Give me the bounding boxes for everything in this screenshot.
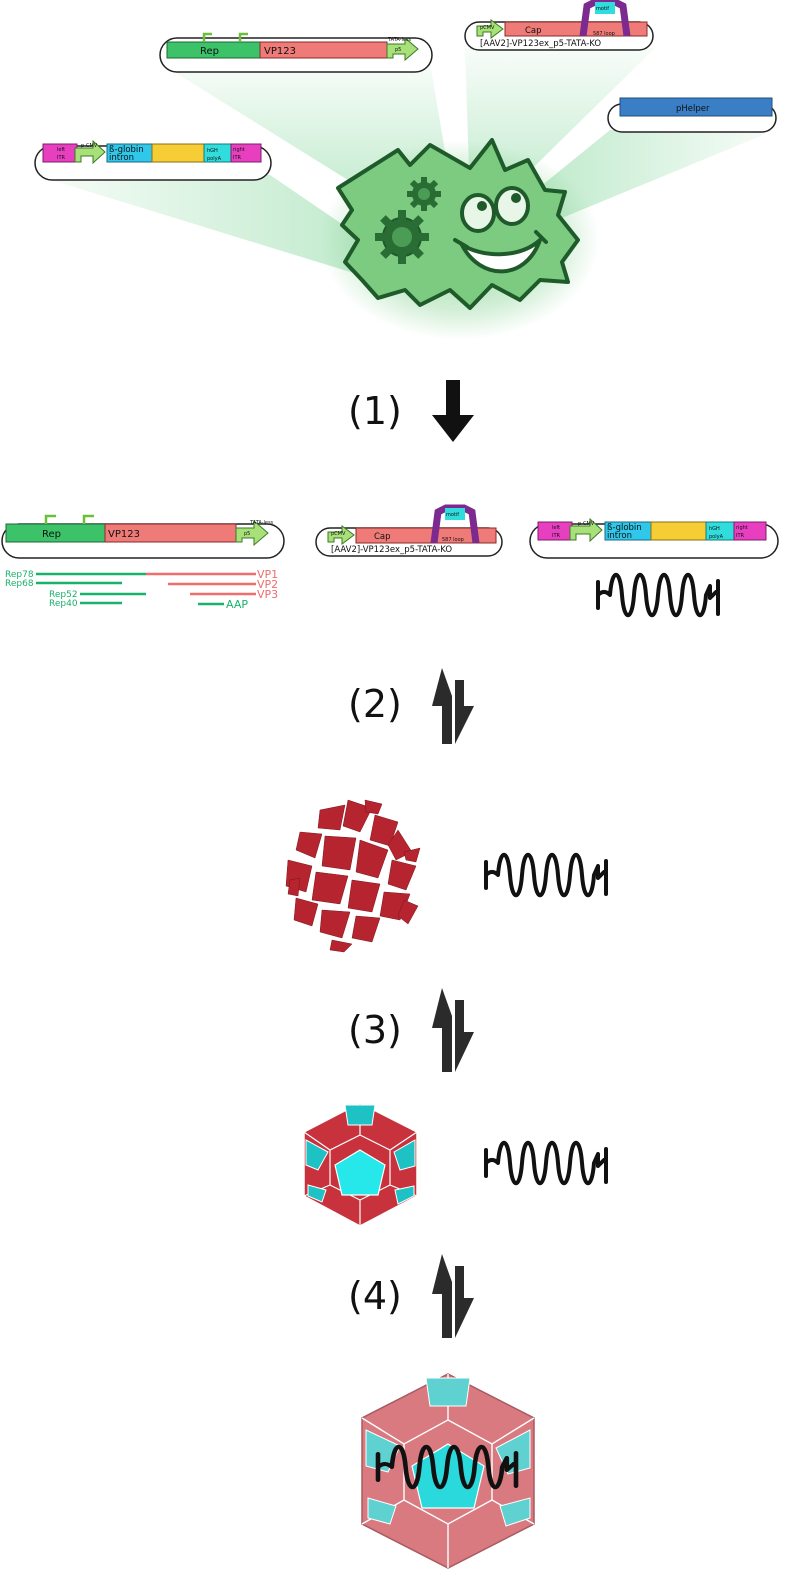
p5-promoter-arrow-icon <box>386 36 419 62</box>
pcmv-label: pCMV <box>331 531 346 537</box>
vp3-label: VP3 <box>257 588 278 601</box>
tata-less-label: TATA-less <box>387 37 412 43</box>
vp-label: VP123 <box>108 529 140 540</box>
transgene-segment <box>650 521 707 541</box>
helper-segment <box>619 97 773 117</box>
ssdna-genome <box>484 1140 608 1186</box>
empty-capsid <box>303 1102 418 1227</box>
cap-construct-name: [AAV2]-VP123ex_p5-TATA-KO <box>331 545 452 555</box>
equilibrium-arrow-icon <box>432 988 474 1072</box>
rep52-label: Rep52 <box>49 590 78 600</box>
loop-label: 587 loop <box>593 31 615 37</box>
pcmv-label: pCMV <box>480 25 495 31</box>
equilibrium-arrow-icon <box>432 668 474 744</box>
promoter-arrow-icon <box>202 32 212 42</box>
cap-label: Cap <box>525 26 542 36</box>
ssdna-genome <box>596 572 720 618</box>
cell-face <box>453 186 548 274</box>
rep-label: Rep <box>200 46 219 57</box>
intron-label: ß-globin <box>607 523 642 533</box>
cap-segment <box>355 527 497 544</box>
motif-label: motif <box>596 6 609 12</box>
vp-label: VP123 <box>264 46 296 57</box>
transcript-map: Rep78 Rep68 Rep52 Rep40 VP1 VP2 VP3 AAP <box>5 568 278 611</box>
left-itr-label-2: ITR <box>57 155 66 161</box>
plasmid-cap-construct-top: pCMV Cap motif 587 loop [AAV2]-VP123ex_p… <box>464 0 654 51</box>
plasmid-cap-construct-bottom: pCMV Cap motif 587 loop [AAV2]-VP123ex_p… <box>315 504 503 557</box>
aap-label: AAP <box>226 598 248 611</box>
cap-construct-name: [AAV2]-VP123ex_p5-TATA-KO <box>480 39 601 49</box>
pcmv-transfer-label: p-CMV <box>81 143 98 149</box>
plasmid-transfer-top: left ITR p-CMV ß-globin intron hGH polyA… <box>34 139 272 181</box>
polya-label: polyA <box>709 534 724 540</box>
right-itr-label-2: ITR <box>736 533 745 539</box>
big-gear-icon <box>375 210 429 264</box>
motif-label: motif <box>446 512 459 518</box>
left-itr-label: left <box>552 525 560 531</box>
rep68-label: Rep68 <box>5 579 34 589</box>
hgh-label: hGH <box>207 148 218 154</box>
right-itr-segment <box>230 143 262 163</box>
p5-label: p5 <box>244 531 250 537</box>
equilibrium-arrow-icon <box>432 1254 474 1338</box>
rep-label: Rep <box>42 529 61 540</box>
down-arrow-icon <box>432 380 474 442</box>
p5-promoter-arrow-icon <box>235 519 269 547</box>
promoter-arrow-icon <box>82 514 94 524</box>
step-1-label: (1) <box>348 389 402 433</box>
rep78-label: Rep78 <box>5 570 34 580</box>
ssdna-genome <box>484 852 608 898</box>
small-gear-icon <box>407 177 441 211</box>
cap-segment <box>504 21 648 37</box>
helper-label: pHelper <box>676 104 710 114</box>
beam-transfer <box>35 175 380 275</box>
intron-label-2: intron <box>607 531 632 541</box>
beam-helper <box>530 130 775 225</box>
promoter-arrow-icon <box>238 32 248 42</box>
transfection-scene: Rep VP123 TATA-less p5 pCMV Cap motif 58… <box>34 0 777 340</box>
right-itr-label: right <box>233 147 245 153</box>
pcmv-promoter-arrow-icon <box>327 525 355 545</box>
intron-label: ß-globin <box>109 145 144 155</box>
plasmid-transfer-bottom: left ITR p-CMV ß-globin intron hGH polyA… <box>529 517 779 559</box>
plasmid-rep-cap-top: Rep VP123 TATA-less p5 <box>159 32 433 73</box>
right-itr-label: right <box>736 525 748 531</box>
polya-label: polyA <box>207 156 222 162</box>
cap-label: Cap <box>374 532 391 542</box>
tata-less-label: TATA-less <box>249 520 274 526</box>
promoter-arrow-icon <box>44 514 56 524</box>
motif-box <box>445 508 465 520</box>
step-3-label: (3) <box>348 1008 402 1052</box>
plasmid-rep-cap-bottom: Rep VP123 TATA-less p5 <box>1 514 285 559</box>
motif-box <box>595 2 615 14</box>
pcmv-promoter-arrow-icon <box>476 19 504 39</box>
rep40-label: Rep40 <box>49 599 78 609</box>
right-itr-label-2: ITR <box>233 155 242 161</box>
pcmv-transfer-label: p-CMV <box>578 521 595 527</box>
transgene-segment <box>151 143 205 163</box>
left-itr-label: left <box>57 147 65 153</box>
p5-label: p5 <box>395 47 401 53</box>
step-4-label: (4) <box>348 1274 402 1318</box>
right-itr-segment <box>733 521 767 541</box>
vp1-label: VP1 <box>257 568 278 581</box>
pcmv-promoter-arrow-icon <box>74 139 106 165</box>
hgh-label: hGH <box>709 526 720 532</box>
vp2-label: VP2 <box>257 578 278 591</box>
intron-label-2: intron <box>109 153 134 163</box>
pcmv-promoter-arrow-icon <box>569 517 603 543</box>
loop-label: 587 loop <box>442 537 464 543</box>
step-2-label: (2) <box>348 682 402 726</box>
plasmid-helper: pHelper <box>607 97 777 133</box>
vp-monomers-cluster <box>285 799 421 953</box>
left-itr-label-2: ITR <box>552 533 561 539</box>
